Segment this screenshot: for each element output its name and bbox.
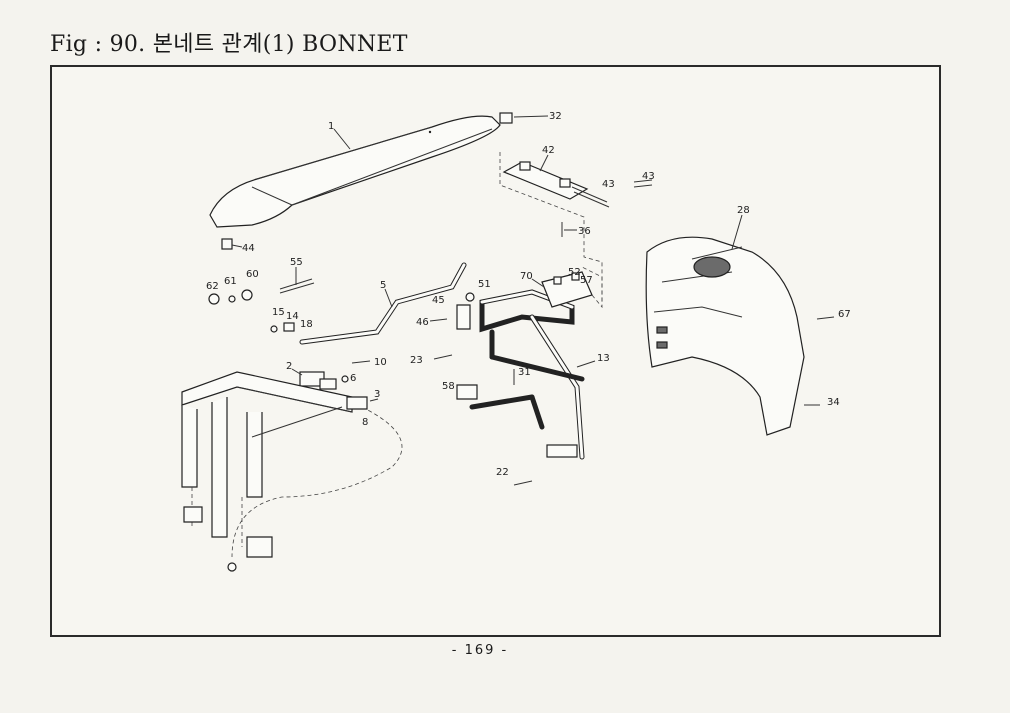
stay-rod-part bbox=[299, 262, 467, 345]
callout-23: 23 bbox=[410, 355, 423, 366]
callout-6: 6 bbox=[350, 373, 356, 384]
callout-31: 31 bbox=[518, 367, 531, 378]
bonnet-lid-part bbox=[209, 115, 501, 228]
callout-58: 58 bbox=[442, 381, 455, 392]
callout-70: 70 bbox=[520, 271, 533, 282]
callout-60: 60 bbox=[246, 269, 259, 280]
callout-3: 3 bbox=[374, 389, 380, 400]
callout-15: 15 bbox=[272, 307, 285, 318]
plate-70-part bbox=[541, 266, 603, 309]
callout-36: 36 bbox=[578, 226, 591, 237]
bracket-2-part bbox=[299, 371, 337, 390]
callout-5: 5 bbox=[380, 280, 386, 291]
callout-8: 8 bbox=[362, 417, 368, 428]
exploded-parts-diagram: 1 32 42 43 43 36 28 44 62 61 60 55 5 51 … bbox=[181, 111, 851, 572]
callout-42: 42 bbox=[542, 145, 555, 156]
part-32-shape bbox=[499, 112, 513, 124]
callout-55: 55 bbox=[290, 257, 303, 268]
bolt-46-shape bbox=[429, 318, 448, 322]
callout-43-b: 43 bbox=[642, 171, 655, 182]
callout-51: 51 bbox=[478, 279, 491, 290]
hinge-bracket-part bbox=[499, 152, 603, 303]
side-cover-part bbox=[645, 236, 805, 436]
callout-18: 18 bbox=[300, 319, 313, 330]
pin-43-a-shape bbox=[571, 186, 608, 203]
callout-labels: 1 32 42 43 43 36 28 44 62 61 60 55 5 51 … bbox=[206, 111, 851, 478]
callout-28: 28 bbox=[737, 205, 750, 216]
callout-14: 14 bbox=[286, 311, 299, 322]
bolt-23-shape bbox=[433, 354, 453, 360]
callout-57: 57 bbox=[580, 275, 593, 286]
pin-43-b-shape bbox=[633, 179, 653, 183]
bolt-22-shape bbox=[513, 480, 533, 486]
callout-46: 46 bbox=[416, 317, 429, 328]
parts-diagram-frame: 1 32 42 43 43 36 28 44 62 61 60 55 5 51 … bbox=[50, 65, 941, 637]
callout-2: 2 bbox=[286, 361, 292, 372]
callout-10: 10 bbox=[374, 357, 387, 368]
page-number: - 169 - bbox=[451, 643, 509, 658]
support-frame-left bbox=[181, 371, 353, 558]
callout-61: 61 bbox=[224, 276, 237, 287]
callout-22: 22 bbox=[496, 467, 509, 478]
bolt-67-shape bbox=[816, 316, 835, 320]
figure-title: Fig : 90. 본네트 관계(1) BONNET bbox=[50, 32, 408, 57]
callout-62: 62 bbox=[206, 281, 219, 292]
callout-44: 44 bbox=[242, 243, 255, 254]
callout-34: 34 bbox=[827, 397, 840, 408]
callout-13: 13 bbox=[597, 353, 610, 364]
callout-1: 1 bbox=[328, 121, 334, 132]
callout-45: 45 bbox=[432, 295, 445, 306]
bolt-10-shape bbox=[351, 360, 371, 364]
callout-32: 32 bbox=[549, 111, 562, 122]
callout-67: 67 bbox=[838, 309, 851, 320]
release-cable-shape bbox=[231, 406, 403, 558]
callout-43-a: 43 bbox=[602, 179, 615, 190]
callout-52: 52 bbox=[568, 267, 581, 278]
bumper-44-shape bbox=[221, 238, 233, 250]
bushing-set-15-14-18 bbox=[270, 322, 295, 333]
